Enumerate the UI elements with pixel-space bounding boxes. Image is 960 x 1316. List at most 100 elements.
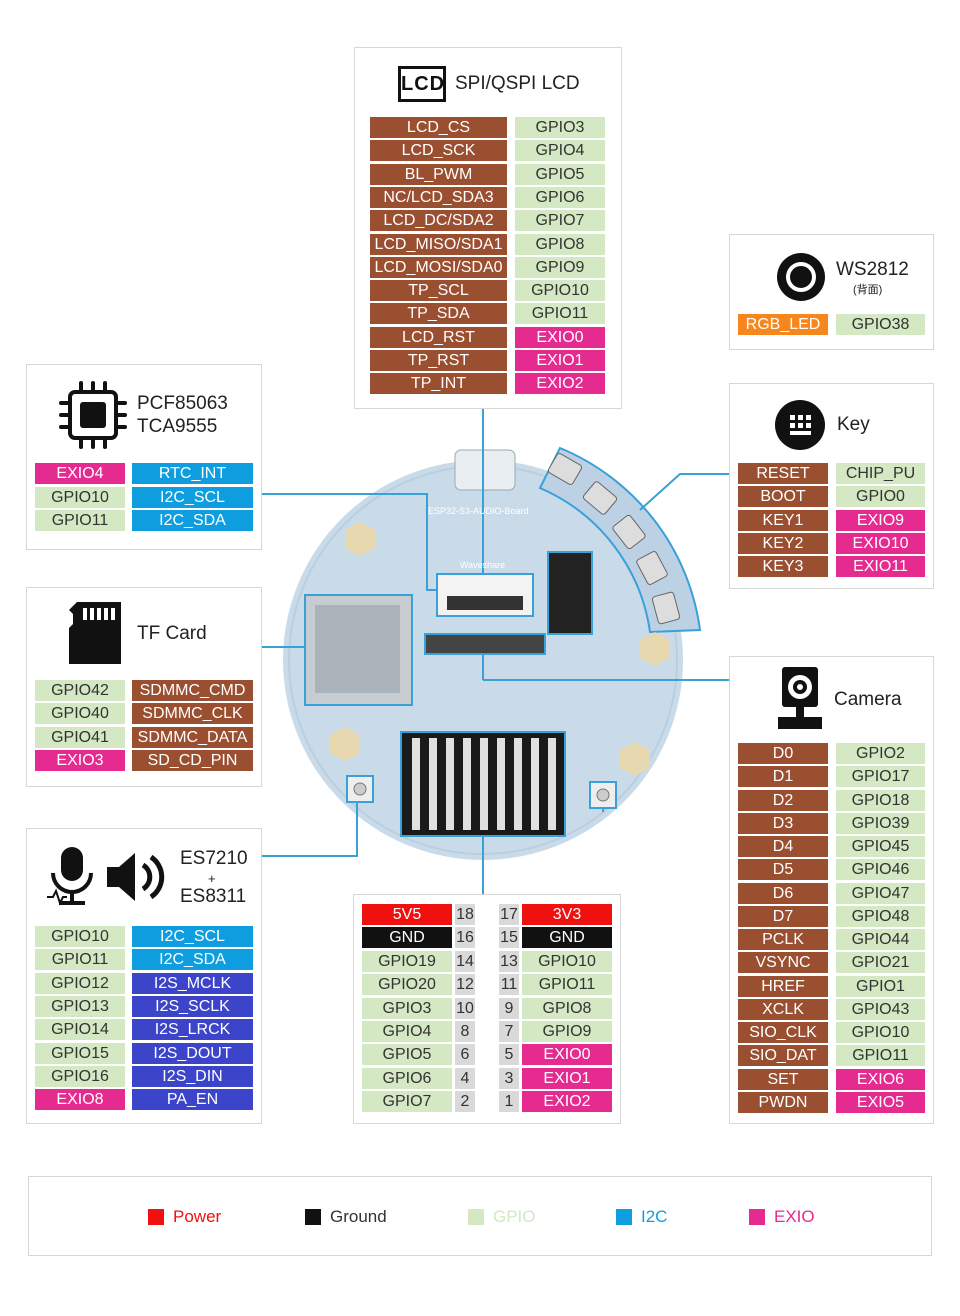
key-name-label: KEY3 (738, 556, 828, 578)
audio-gpio-label: GPIO16 (35, 1065, 125, 1087)
lcd-title: SPI/QSPI LCD (455, 73, 580, 94)
header-right-label: EXIO0 (522, 1044, 612, 1066)
key-name-label: KEY1 (738, 509, 828, 531)
camera-signal-label: SIO_DAT (738, 1045, 828, 1067)
tf-signal-label: SDMMC_CMD (132, 680, 253, 701)
camera-signal-label: VSYNC (738, 952, 828, 974)
lcd-gpio-label: GPIO6 (515, 186, 605, 208)
header-right-label: GPIO8 (522, 997, 612, 1019)
camera-signal-label: PCLK (738, 929, 828, 950)
header-right-label: EXIO2 (522, 1091, 612, 1113)
lcd-gpio-label: EXIO1 (515, 350, 605, 371)
header-left-label: GPIO7 (362, 1091, 452, 1113)
lcd-signal-label: LCD_SCK (370, 140, 507, 162)
header-pin-number: 8 (455, 1021, 475, 1042)
camera-signal-label: PWDN (738, 1091, 828, 1113)
audio-gpio-label: GPIO13 (35, 995, 125, 1017)
header-left-label: GPIO20 (362, 974, 452, 996)
camera-signal-label: D2 (738, 789, 828, 811)
audio-gpio-label: GPIO14 (35, 1019, 125, 1041)
audio-gpio-label: GPIO10 (35, 926, 125, 947)
audio-gpio-label: GPIO12 (35, 972, 125, 994)
camera-title: Camera (834, 689, 902, 710)
header-left-label: GPIO6 (362, 1067, 452, 1089)
legend-item: EXIO (749, 1207, 815, 1227)
ws2812-title: WS2812 (836, 259, 909, 280)
ws2812-subtitle: (背面) (853, 284, 883, 296)
lcd-gpio-label: GPIO10 (515, 280, 605, 302)
legend-label: Ground (330, 1207, 387, 1226)
lcd-gpio-label: GPIO5 (515, 163, 605, 185)
legend-item: Power (148, 1207, 221, 1227)
lcd-signal-label: LCD_RST (370, 326, 507, 348)
header-left-label: 5V5 (362, 904, 452, 925)
board-brand: Waveshare (460, 560, 506, 570)
keypad-icon (775, 400, 825, 450)
header-left-label: GPIO19 (362, 950, 452, 972)
header-left-label: GND (362, 927, 452, 949)
key-gpio-label: EXIO9 (836, 509, 925, 531)
tf-gpio-label: GPIO41 (35, 726, 125, 748)
header-left-label: GPIO5 (362, 1044, 452, 1066)
camera-gpio-label: GPIO11 (836, 1045, 925, 1067)
header-pin-number: 11 (499, 974, 519, 996)
lcd-signal-label: NC/LCD_SDA3 (370, 186, 507, 208)
camera-signal-label: D0 (738, 743, 828, 764)
audio-signal-label: I2S_DIN (132, 1065, 253, 1087)
camera-signal-label: HREF (738, 975, 828, 997)
chip-icon (59, 381, 127, 449)
lcd-signal-label: BL_PWM (370, 163, 507, 185)
key-name-label: BOOT (738, 486, 828, 508)
lcd-gpio-label: GPIO11 (515, 303, 605, 325)
legend: Power Ground GPIO I2C EXIO (28, 1176, 932, 1256)
header-pin-number: 5 (499, 1044, 519, 1066)
pcf-right-label: RTC_INT (132, 463, 253, 484)
camera-gpio-label: GPIO21 (836, 952, 925, 974)
lcd-signal-label: TP_SCL (370, 280, 507, 302)
header-pin-number: 7 (499, 1021, 519, 1042)
camera-gpio-label: EXIO6 (836, 1068, 925, 1090)
legend-swatch (468, 1209, 484, 1225)
camera-gpio-label: EXIO5 (836, 1091, 925, 1113)
audio-gpio-label: EXIO8 (35, 1089, 125, 1111)
tf-signal-label: SD_CD_PIN (132, 749, 253, 771)
camera-gpio-label: GPIO48 (836, 905, 925, 927)
lcd-gpio-label: GPIO9 (515, 256, 605, 278)
camera-gpio-label: GPIO44 (836, 929, 925, 950)
rgb-led-gpio: GPIO38 (836, 314, 925, 335)
key-gpio-label: GPIO0 (836, 486, 925, 508)
header-right-label: GND (522, 927, 612, 949)
header-pin-number: 4 (455, 1067, 475, 1089)
lcd-gpio-label: GPIO4 (515, 140, 605, 162)
audio-signal-label: I2C_SCL (132, 926, 253, 947)
camera-gpio-label: GPIO47 (836, 882, 925, 904)
camera-signal-label: D7 (738, 905, 828, 927)
header-right-label: 3V3 (522, 904, 612, 925)
lcd-signal-label: TP_RST (370, 350, 507, 371)
ws2812-panel: WS2812 (背面) RGB_LED GPIO38 (729, 234, 934, 350)
header-right-label: GPIO10 (522, 950, 612, 972)
camera-signal-label: SET (738, 1068, 828, 1090)
audio-signal-label: I2S_SCLK (132, 995, 253, 1017)
audio-gpio-label: GPIO15 (35, 1042, 125, 1064)
header-pin-number: 2 (455, 1091, 475, 1113)
header-left-label: GPIO3 (362, 997, 452, 1019)
header-pin-number: 17 (499, 904, 519, 925)
audio-gpio-label: GPIO11 (35, 949, 125, 971)
lcd-gpio-label: EXIO0 (515, 326, 605, 348)
header-left-label: GPIO4 (362, 1021, 452, 1042)
legend-label: GPIO (493, 1207, 536, 1226)
audio-title2: ES8311 (180, 886, 247, 907)
camera-icon (778, 667, 822, 729)
legend-label: EXIO (774, 1207, 815, 1226)
camera-gpio-label: GPIO39 (836, 812, 925, 834)
header-pin-number: 3 (499, 1067, 519, 1089)
header-pin-number: 12 (455, 974, 475, 996)
legend-label: I2C (641, 1207, 668, 1226)
audio-signal-label: I2S_LRCK (132, 1019, 253, 1041)
pcf-title1: PCF85063 (137, 393, 228, 414)
